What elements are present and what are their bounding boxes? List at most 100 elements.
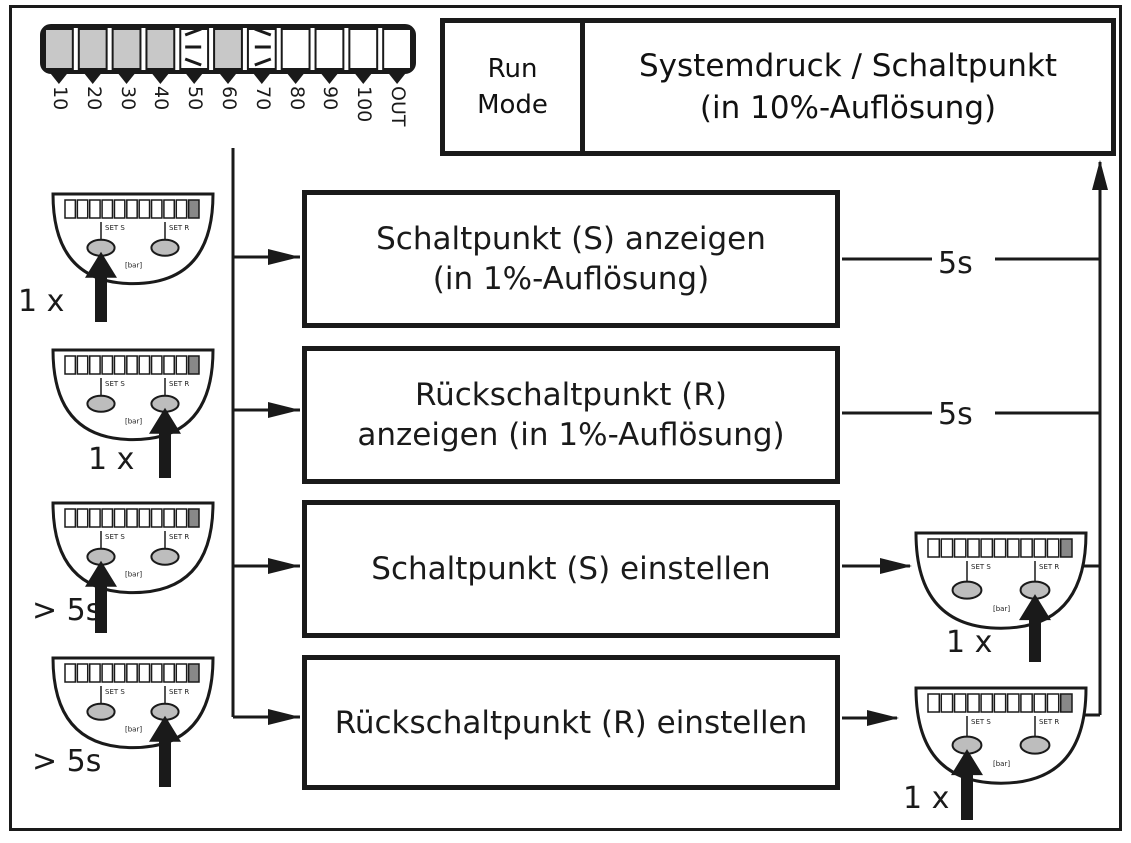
blink-mark: [184, 57, 202, 67]
device-unit-label: [bar]: [993, 760, 1010, 768]
blink-mark: [184, 27, 202, 37]
device-button-left: [86, 394, 116, 413]
device-segment: [64, 663, 77, 683]
confirm-press-label-step-3: 1 x: [946, 625, 993, 660]
press-arrow: [149, 715, 181, 787]
diagram-frame: [9, 5, 1122, 831]
device-label-right: SET R: [169, 533, 189, 541]
device-segment: [64, 199, 77, 219]
device-segment: [953, 693, 967, 713]
device-segment: [101, 199, 114, 219]
bar-segment: [382, 28, 413, 70]
device-segment: [1006, 693, 1020, 713]
device-segment: [187, 355, 200, 375]
device-segment: [175, 663, 188, 683]
device-segment: [927, 538, 941, 558]
device-segment: [101, 663, 114, 683]
return-arrow: [1092, 160, 1108, 190]
device-segment: [1059, 538, 1073, 558]
bar-segment: [111, 28, 142, 70]
device-segment: [953, 538, 967, 558]
device-step-3: SET S SET R [bar]: [51, 501, 215, 633]
device-segment: [150, 199, 163, 219]
bar-segment: [348, 28, 379, 70]
bar-segment-marker: [287, 74, 304, 84]
bar-segment-marker: [152, 74, 169, 84]
device-segment: [1046, 538, 1060, 558]
device-segment: [113, 355, 126, 375]
device-button-right: [1019, 735, 1051, 755]
device-segment: [993, 693, 1007, 713]
blink-mark: [254, 27, 272, 37]
device-segment: [126, 508, 138, 528]
press-arrow: [85, 560, 117, 633]
device-segment: [76, 199, 89, 219]
device-button-right: [150, 547, 180, 566]
device-button-left: [951, 580, 983, 600]
device-segment: [175, 355, 188, 375]
device-segment: [101, 508, 114, 528]
device-segment: [138, 199, 151, 219]
bar-segment-marker: [118, 74, 135, 84]
blink-marks: [184, 27, 202, 67]
timer-label-step-2: 5s: [934, 398, 977, 432]
step-box-show-resetpoint: Rückschaltpunkt (R) anzeigen (in 1%-Aufl…: [302, 346, 840, 484]
bar-segment-marker: [220, 74, 236, 84]
device-segment: [927, 693, 941, 713]
device-segment: [187, 663, 200, 683]
arrow-to-confirm-4: [867, 710, 899, 726]
device-segment: [101, 355, 114, 375]
blink-mark: [254, 57, 272, 67]
device-segment: [113, 663, 126, 683]
step-box-set-setpoint: Schaltpunkt (S) einstellen: [302, 500, 840, 638]
device-segment: [1059, 693, 1073, 713]
press-label-step-3: > 5s: [32, 593, 102, 628]
bar-segment-marker: [389, 74, 406, 84]
device-label-left: SET S: [971, 718, 991, 726]
bar-segment-marker: [253, 74, 270, 84]
bar-segment-marker: [321, 74, 338, 84]
bar-segment: [44, 28, 74, 70]
device-segment: [126, 199, 138, 219]
device-segment: [187, 199, 200, 219]
device-label-left: SET S: [105, 688, 125, 696]
device-segment: [150, 355, 163, 375]
press-label-step-1: 1 x: [18, 284, 65, 319]
device-button-right: [150, 238, 180, 257]
device-label-left: SET S: [105, 224, 125, 232]
device-segment: [150, 508, 163, 528]
device-unit-label: [bar]: [993, 605, 1010, 613]
device-segment: [1020, 693, 1033, 713]
device-unit-label: [bar]: [125, 570, 142, 578]
device-segment: [187, 508, 200, 528]
step-box-show-setpoint: Schaltpunkt (S) anzeigen (in 1%-Auflösun…: [302, 190, 840, 328]
device-button-left: [86, 702, 116, 721]
device-segment: [163, 199, 176, 219]
device-segment: [940, 538, 954, 558]
press-arrow: [85, 251, 117, 322]
device-label-left: SET S: [105, 533, 125, 541]
device-label-left: SET S: [971, 563, 991, 571]
branch-arrow: [268, 402, 300, 418]
press-arrow: [1019, 594, 1051, 662]
device-segment: [993, 538, 1007, 558]
device-segment: [163, 508, 176, 528]
device-segment: [980, 693, 994, 713]
press-label-step-4: > 5s: [32, 744, 102, 779]
arrow-to-confirm-3: [880, 558, 912, 574]
device-segment: [76, 355, 89, 375]
device-segment: [138, 508, 151, 528]
device-label-right: SET R: [1039, 718, 1059, 726]
device-unit-label: [bar]: [125, 725, 142, 733]
device-segment: [88, 663, 101, 683]
bar-segment-marker: [50, 74, 67, 84]
device-segment: [88, 355, 101, 375]
branch-arrow: [268, 709, 300, 725]
bar-segment-marker: [186, 74, 203, 84]
press-arrow: [951, 749, 983, 820]
device-label-right: SET R: [169, 224, 189, 232]
device-segment: [138, 355, 151, 375]
